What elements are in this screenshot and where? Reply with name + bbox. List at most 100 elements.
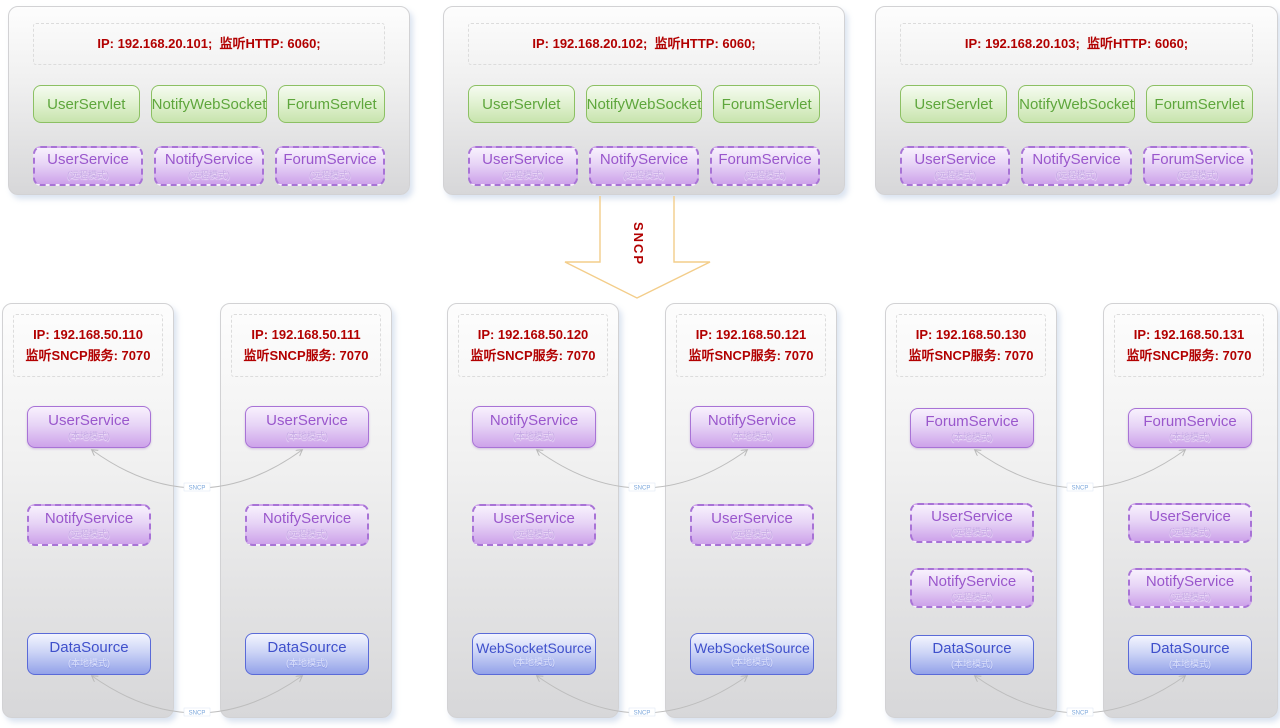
remote-service-row: UserService (远程模式) NotifyService (远程模式) … bbox=[33, 146, 385, 186]
servlet-box: UserServlet bbox=[468, 85, 575, 123]
service-box-local: UserService (本地模式) bbox=[245, 406, 369, 448]
connection-label-box bbox=[183, 482, 211, 492]
connection-label: SNCP bbox=[189, 711, 206, 717]
sncp-arrow-label: SNCP bbox=[631, 222, 646, 266]
node-listen-text: 监听SNCP服务: 7070 bbox=[908, 347, 1034, 363]
service-mode: (本地模式) bbox=[1169, 658, 1211, 669]
node-ip-header: IP: 192.168.50.120 监听SNCP服务: 7070 bbox=[458, 314, 608, 377]
service-mode: (远程模式) bbox=[1176, 169, 1219, 180]
service-mode: (本地模式) bbox=[951, 658, 993, 669]
service-box-local: ForumService (本地模式) bbox=[910, 408, 1034, 448]
service-name: UserService bbox=[48, 412, 130, 430]
service-box-remote: UserService (远程模式) bbox=[910, 503, 1034, 543]
service-mode: (远程模式) bbox=[623, 169, 665, 180]
service-mode: (本地模式) bbox=[68, 657, 110, 668]
service-mode: (远程模式) bbox=[731, 528, 773, 539]
http-server-panel-102: IP: 192.168.20.102; 监听HTTP: 6060; UserSe… bbox=[443, 6, 845, 195]
server-ip-header: IP: 192.168.20.101; 监听HTTP: 6060; bbox=[33, 23, 385, 65]
sncp-node-panel-110: IP: 192.168.50.110 监听SNCP服务: 7070 UserSe… bbox=[2, 303, 174, 718]
service-name: NotifyService bbox=[262, 510, 352, 528]
node-listen-text: 监听SNCP服务: 7070 bbox=[1126, 347, 1252, 363]
servlet-box: NotifyWebSocket bbox=[1018, 85, 1135, 123]
server-ip-text: IP: 192.168.20.103; 监听HTTP: 6060; bbox=[964, 35, 1189, 51]
service-mode: (本地模式) bbox=[68, 430, 110, 441]
service-name: UserService bbox=[266, 412, 348, 430]
service-mode: (本地模式) bbox=[286, 430, 328, 441]
service-mode: (本地模式) bbox=[513, 430, 555, 441]
service-mode: (远程模式) bbox=[934, 169, 977, 180]
service-mode: (远程模式) bbox=[1055, 169, 1098, 180]
service-name: NotifyService bbox=[44, 510, 134, 528]
node-ip-header: IP: 192.168.50.131 监听SNCP服务: 7070 bbox=[1114, 314, 1264, 377]
servlet-row: UserServlet NotifyWebSocket ForumServlet bbox=[468, 85, 820, 123]
service-name: ForumService bbox=[1143, 413, 1237, 431]
servlet-box: ForumServlet bbox=[713, 85, 820, 123]
node-ip-header: IP: 192.168.50.111 监听SNCP服务: 7070 bbox=[231, 314, 381, 377]
service-box-remote: UserService (远程模式) bbox=[900, 146, 1011, 186]
service-name: UserService bbox=[493, 510, 575, 528]
servlet-box: ForumServlet bbox=[278, 85, 385, 123]
service-mode: (远程模式) bbox=[68, 528, 110, 539]
service-name: NotifyService bbox=[707, 412, 797, 430]
node-listen-text: 监听SNCP服务: 7070 bbox=[243, 347, 369, 363]
service-name: DataSource bbox=[49, 639, 129, 657]
connection-label: SNCP bbox=[634, 711, 651, 717]
node-ip-text: IP: 192.168.50.120 bbox=[477, 327, 589, 343]
node-ip-text: IP: 192.168.50.111 bbox=[251, 327, 361, 343]
datasource-box: DataSource (本地模式) bbox=[27, 633, 151, 675]
service-name: NotifyService bbox=[599, 151, 689, 169]
remote-service-row: UserService (远程模式) NotifyService (远程模式) … bbox=[468, 146, 820, 186]
node-ip-text: IP: 192.168.50.110 bbox=[33, 327, 143, 343]
servlet-box: NotifyWebSocket bbox=[150, 85, 268, 123]
service-box-remote: NotifyService (远程模式) bbox=[154, 146, 264, 186]
service-box-remote: ForumService (远程模式) bbox=[710, 146, 820, 186]
sncp-node-panel-130: IP: 192.168.50.130 监听SNCP服务: 7070 ForumS… bbox=[885, 303, 1057, 718]
service-mode: (远程模式) bbox=[502, 169, 544, 180]
service-name: WebSocketSource bbox=[476, 639, 592, 656]
servlet-box: UserServlet bbox=[33, 85, 140, 123]
service-mode: (本地模式) bbox=[286, 657, 328, 668]
service-box-local: ForumService (本地模式) bbox=[1128, 408, 1252, 448]
service-box-remote: ForumService (远程模式) bbox=[275, 146, 385, 186]
connection-label-box bbox=[1066, 482, 1094, 492]
websocketsource-box: WebSocketSource (本地模式) bbox=[690, 633, 814, 675]
service-mode: (远程模式) bbox=[1169, 591, 1211, 602]
service-name: DataSource bbox=[932, 640, 1012, 658]
connection-label-box bbox=[183, 707, 211, 717]
service-box-remote: ForumService (远程模式) bbox=[1142, 146, 1253, 186]
datasource-box: DataSource (本地模式) bbox=[245, 633, 369, 675]
service-name: DataSource bbox=[267, 639, 347, 657]
sncp-node-panel-131: IP: 192.168.50.131 监听SNCP服务: 7070 ForumS… bbox=[1103, 303, 1278, 718]
service-mode: (远程模式) bbox=[309, 169, 351, 180]
sncp-node-panel-120: IP: 192.168.50.120 监听SNCP服务: 7070 Notify… bbox=[447, 303, 619, 718]
connection-label: SNCP bbox=[1072, 711, 1089, 717]
servlet-box: UserServlet bbox=[900, 85, 1008, 123]
service-mode: (远程模式) bbox=[67, 169, 109, 180]
websocketsource-box: WebSocketSource (本地模式) bbox=[472, 633, 596, 675]
service-name: ForumService bbox=[925, 413, 1019, 431]
service-name: NotifyService bbox=[164, 151, 254, 169]
node-ip-header: IP: 192.168.50.121 监听SNCP服务: 7070 bbox=[676, 314, 826, 377]
connection-label: SNCP bbox=[634, 486, 651, 492]
connection-label-box bbox=[1066, 707, 1094, 717]
service-box-local: NotifyService (本地模式) bbox=[472, 406, 596, 448]
sncp-down-arrow bbox=[564, 196, 711, 299]
service-box-remote: NotifyService (远程模式) bbox=[245, 504, 369, 546]
service-mode: (远程模式) bbox=[513, 528, 555, 539]
service-box-remote: UserService (远程模式) bbox=[33, 146, 143, 186]
service-name: ForumService bbox=[718, 151, 812, 169]
node-ip-header: IP: 192.168.50.130 监听SNCP服务: 7070 bbox=[896, 314, 1046, 377]
service-name: DataSource bbox=[1150, 640, 1230, 658]
service-name: ForumService bbox=[283, 151, 377, 169]
service-name: NotifyService bbox=[1145, 573, 1235, 591]
server-ip-text: IP: 192.168.20.102; 监听HTTP: 6060; bbox=[532, 35, 756, 51]
service-mode: (本地模式) bbox=[951, 431, 993, 442]
service-mode: (远程模式) bbox=[1169, 526, 1211, 537]
sncp-node-panel-121: IP: 192.168.50.121 监听SNCP服务: 7070 Notify… bbox=[665, 303, 837, 718]
node-listen-text: 监听SNCP服务: 7070 bbox=[688, 347, 814, 363]
server-ip-header: IP: 192.168.20.103; 监听HTTP: 6060; bbox=[900, 23, 1253, 65]
http-server-panel-103: IP: 192.168.20.103; 监听HTTP: 6060; UserSe… bbox=[875, 6, 1278, 195]
service-name: NotifyService bbox=[489, 412, 579, 430]
servlet-row: UserServlet NotifyWebSocket ForumServlet bbox=[33, 85, 385, 123]
